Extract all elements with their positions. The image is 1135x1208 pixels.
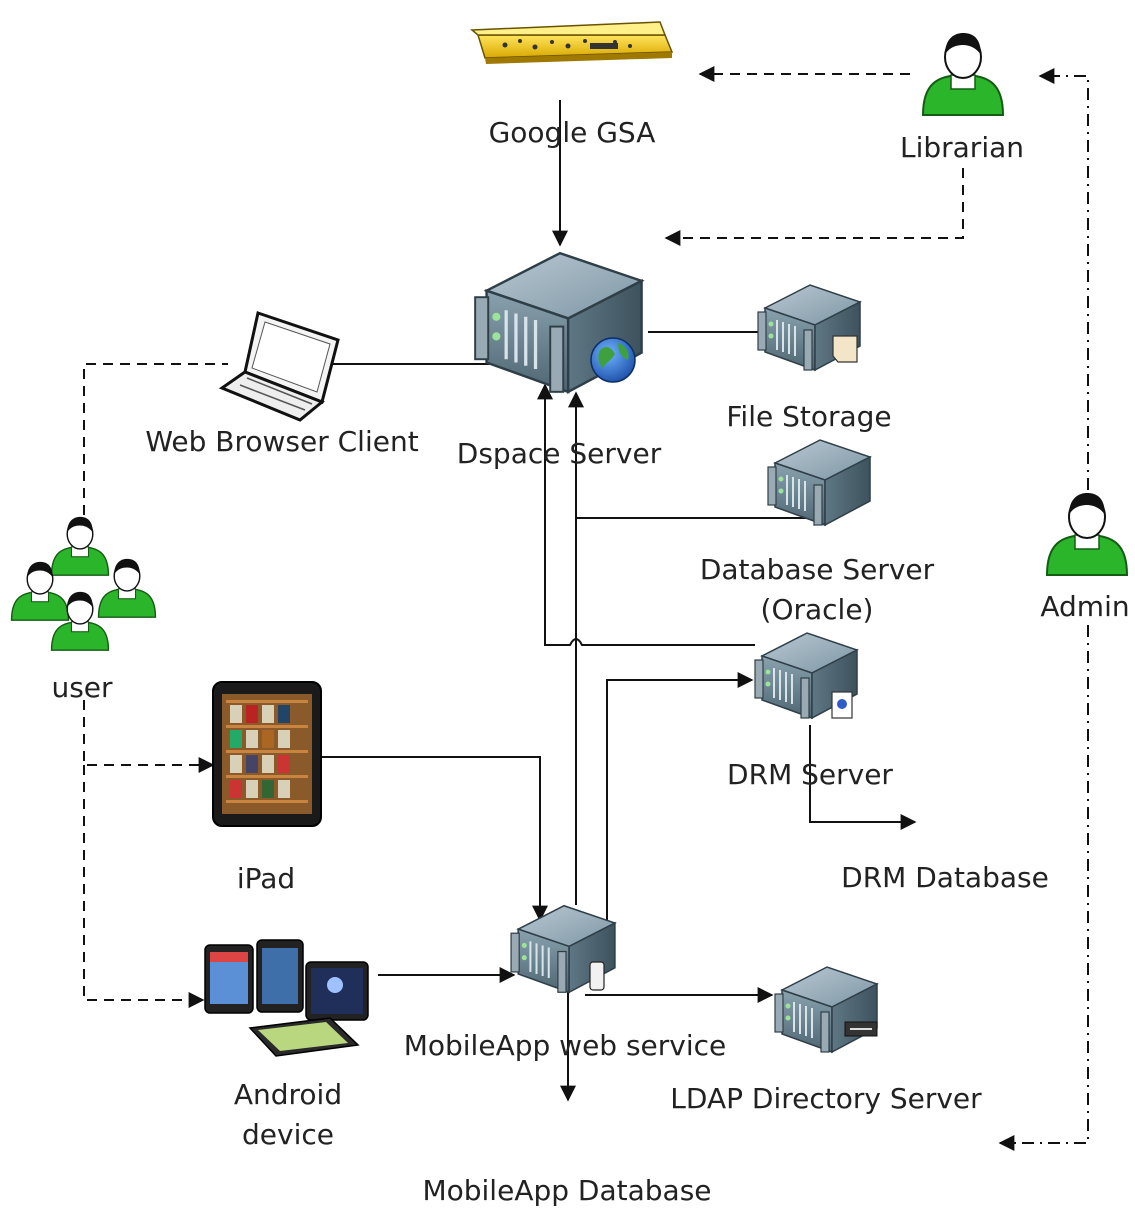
database-server-oracle-label: (Oracle) [761,593,874,626]
ipad-icon [212,681,322,827]
database-server-icon [767,439,871,526]
ipad-label: iPad [237,862,295,895]
drm-server-label: DRM Server [727,758,893,791]
admin-person-icon [1046,492,1128,576]
globe-icon [590,337,636,383]
drm-database-label: DRM Database [841,861,1049,894]
android-label: Android [234,1078,342,1111]
admin-to-ldap-connector [998,625,1089,1151]
librarian-to-dspace-connector [664,168,964,246]
user-group-icon [10,516,157,651]
librarian-person-icon [922,32,1004,116]
ldap-directory-server-label: LDAP Directory Server [670,1082,982,1115]
mobileapp-database-label: MobileApp Database [422,1174,711,1207]
android-devices-icon [204,939,369,1057]
laptop-icon [218,311,340,422]
admin-label: Admin [1040,590,1129,623]
user-to-android-connector [83,765,205,1008]
mobileapp-web-service-label: MobileApp web service [404,1029,727,1062]
user-to-browser-connector [83,363,228,515]
google-gsa-label: Google GSA [489,116,656,149]
admin-to-librarian-connector [1038,68,1089,490]
web-browser-client-label: Web Browser Client [145,425,418,458]
librarian-label: Librarian [900,131,1024,164]
file-storage-label: File Storage [726,400,891,433]
user-to-ipad-connector [83,700,215,773]
android-device-label: device [242,1118,334,1151]
ipad-to-mobileapp-connector [322,756,548,922]
user-label: user [51,671,113,704]
drm-to-drmdb-connector [809,725,917,830]
ldap-server-icon [774,966,878,1053]
mobileapp-to-drm-connector [606,672,754,920]
database-server-label: Database Server [700,553,935,586]
google-gsa-appliance-icon [470,21,674,64]
dspace-server-label: Dspace Server [457,437,662,470]
